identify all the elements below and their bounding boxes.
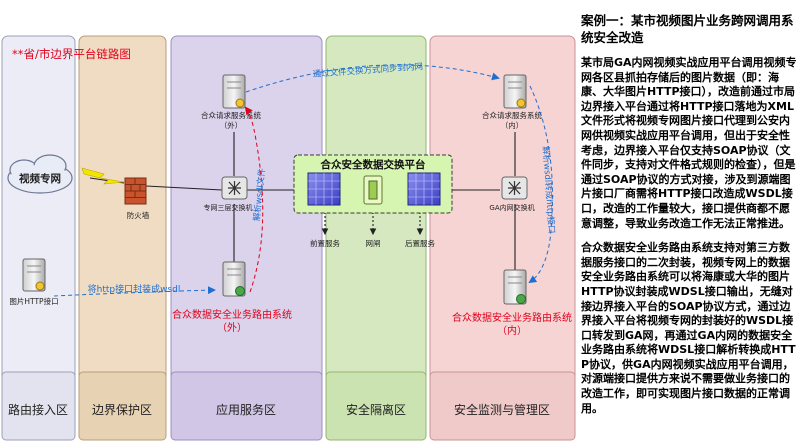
business-router-internal-label-2: （内） (497, 324, 527, 337)
request-server-internal-icon (503, 74, 527, 109)
zone-routing: 路由接入区 (1, 35, 76, 441)
business-router-external-icon (222, 261, 246, 297)
lightning-link-icon (81, 167, 125, 185)
zone-isolation: 安全隔离区 (325, 35, 427, 441)
business-router-internal-icon (503, 269, 527, 305)
case-paragraph-background: 某市局GA内网视频实战应用平台调用视频专网各区县抓拍存储后的图片数据（即：海康、… (581, 56, 797, 230)
zone-app: 应用服务区 (170, 35, 323, 441)
zone-monitor: 安全监测与管理区 (429, 35, 576, 441)
back-service-label: 后置服务 (405, 238, 435, 248)
spacer (581, 231, 798, 241)
business-router-external-label-2: （外） (217, 322, 247, 334)
spacer (581, 46, 798, 56)
picture-http-server-icon (22, 258, 46, 292)
zone-isolation-label: 安全隔离区 (346, 402, 406, 417)
front-server-cube-icon (307, 172, 341, 206)
picture-server-label: 图片HTTP接口 (9, 296, 58, 306)
request-server-external-icon (222, 74, 246, 109)
zone-monitor-label: 安全监测与管理区 (454, 402, 550, 417)
firewall-icon (124, 177, 147, 205)
exchange-platform: 合众安全数据交换平台 (293, 154, 453, 214)
external-switch-icon (221, 176, 248, 200)
cloud-label: 视频专网 (19, 172, 61, 185)
case-description-panel: 案例一：某市视频图片业务跨网调用系统安全改造 某市局GA内网视频实战应用平台调用… (581, 12, 798, 440)
gatekeeper-label: 网闸 (366, 239, 381, 248)
topology-diagram: 路由接入区 边界保护区 应用服务区 安全隔离区 安全监测与管理区 **省/市边界… (1, 35, 576, 441)
zone-boundary: 边界保护区 (78, 35, 167, 441)
video-network-cloud-icon: 视频专网 (7, 154, 73, 194)
internal-switch-icon (501, 176, 528, 200)
request-server-external-label-2: （外） (220, 120, 243, 130)
case-title: 案例一：某市视频图片业务跨网调用系统安全改造 (581, 13, 794, 45)
flow-arrows (53, 64, 553, 297)
gatekeeper-icon (363, 175, 383, 205)
business-router-external-label-1: 合众数据安全业务路由系统 (172, 308, 292, 321)
zone-app-label: 应用服务区 (216, 402, 276, 417)
annotation-wrap-wsdl: 将http接口封装成wsdl (88, 283, 181, 295)
request-server-internal-label-2: （内） (501, 120, 524, 130)
front-service-label: 前置服务 (310, 238, 340, 248)
firewall-label: 防火墙 (127, 210, 150, 220)
request-server-internal-label-1: 合众请求服务系统 (482, 110, 542, 120)
diagram-title: **省/市边界平台链路图 (12, 47, 131, 61)
external-switch-label: 专网三层交换机 (204, 203, 253, 212)
zone-boundary-label: 边界保护区 (92, 403, 152, 417)
zone-routing-label: 路由接入区 (8, 402, 68, 417)
case-paragraph-solution: 合众数据安全业务路由系统支持对第三方数据服务接口的二次封装，视频专网上的数据安全… (581, 241, 796, 415)
back-server-cube-icon (407, 172, 441, 206)
request-server-external-label-1: 合众请求服务系统 (201, 110, 261, 120)
internal-switch-label: GA内网交换机 (489, 203, 534, 212)
business-router-internal-label-1: 合众数据安全业务路由系统 (452, 311, 572, 324)
exchange-platform-title: 合众安全数据交换平台 (320, 158, 426, 171)
